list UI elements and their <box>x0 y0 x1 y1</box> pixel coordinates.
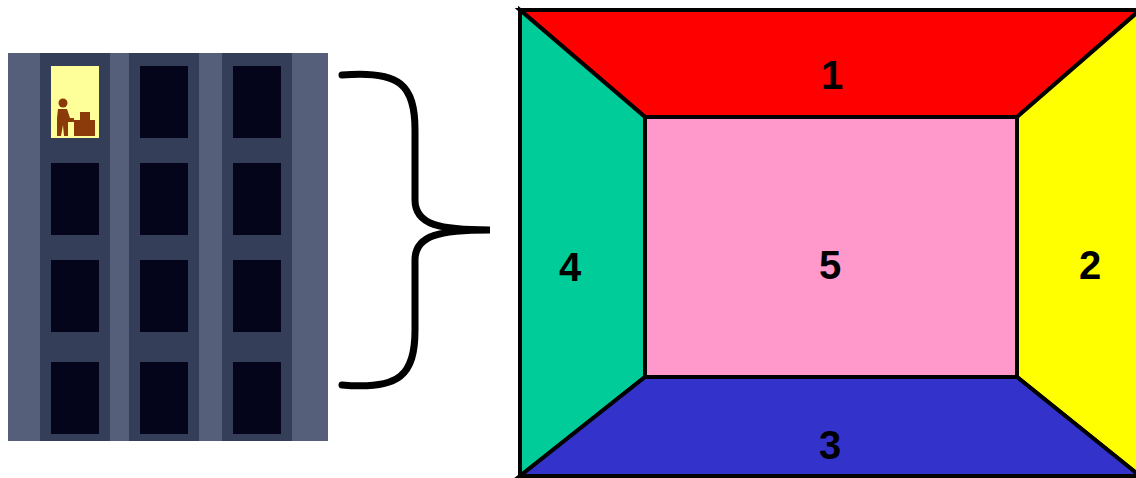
region-number: 4 <box>559 247 581 287</box>
curly-brace <box>342 74 490 386</box>
floor-region: 3 <box>520 377 1136 476</box>
floor-bands <box>8 53 328 441</box>
pillars <box>8 53 328 441</box>
region-shape <box>645 117 1017 377</box>
region-number: 1 <box>821 55 843 95</box>
region-number: 5 <box>819 245 841 285</box>
lit-window <box>51 66 99 138</box>
person-figure <box>57 99 95 137</box>
back-wall-region: 5 <box>645 117 1017 377</box>
region-number: 2 <box>1079 245 1101 285</box>
windows <box>51 66 281 434</box>
region-shape <box>520 377 1136 476</box>
region-number: 3 <box>819 425 841 465</box>
building-facade <box>8 53 328 441</box>
